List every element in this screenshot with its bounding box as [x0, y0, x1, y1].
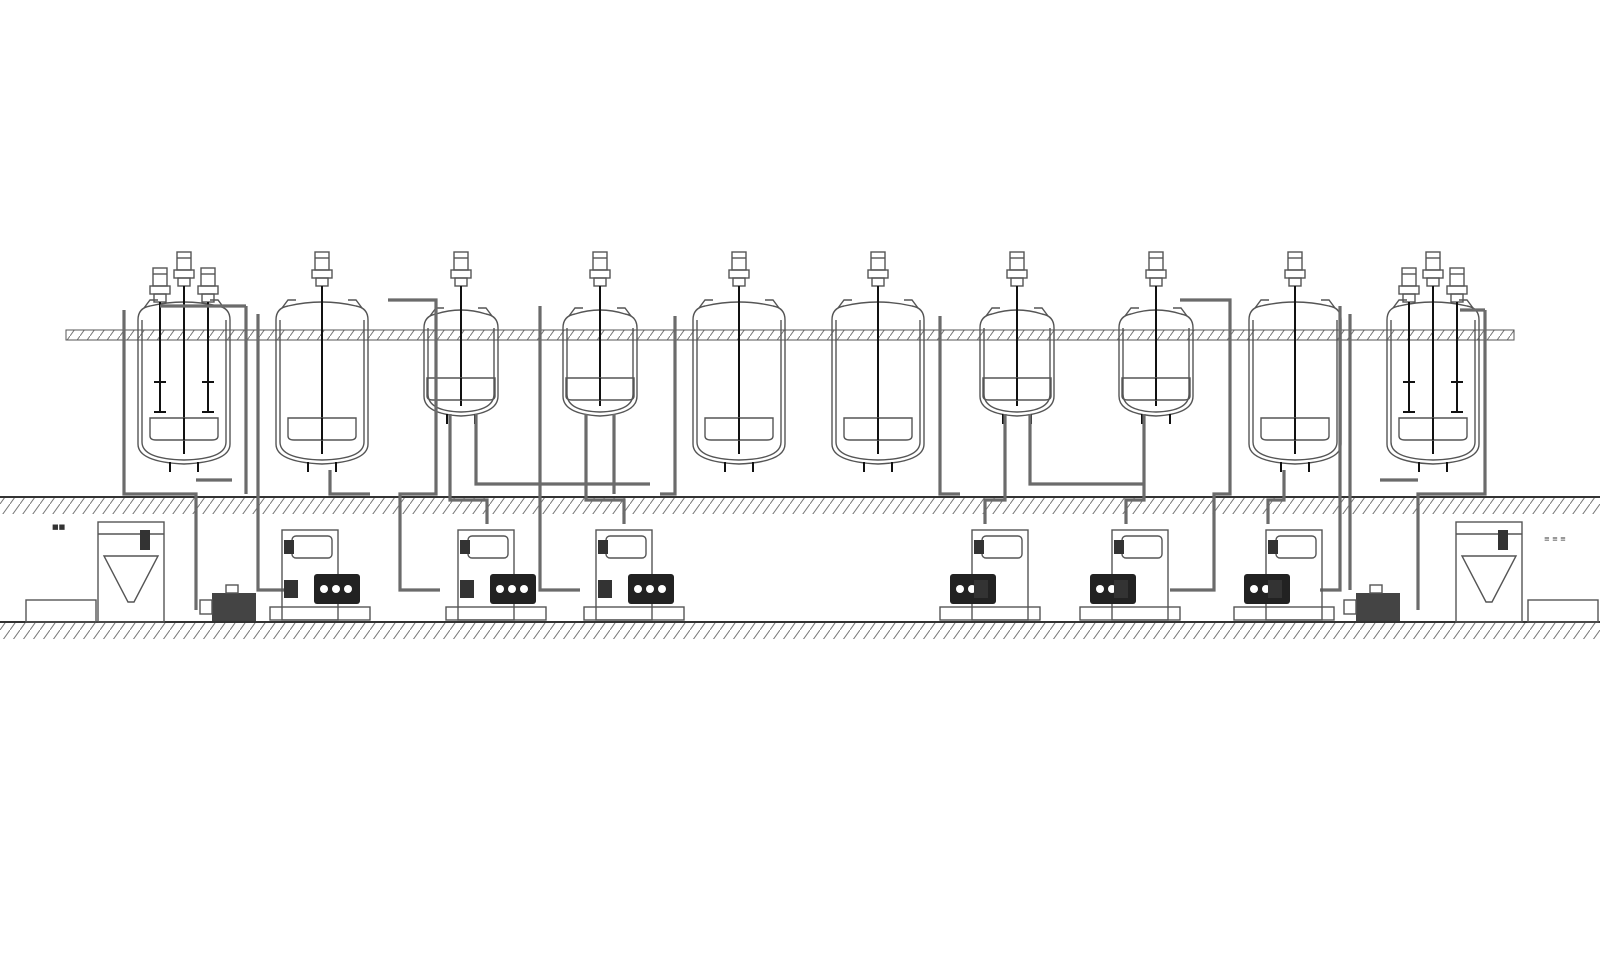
tank-6-agitator-1-motor — [870, 251, 886, 271]
pump-unit-2 — [445, 529, 547, 621]
pipe-8 — [474, 414, 650, 486]
upper-platform-beam — [65, 329, 1515, 341]
transfer-motor-1 — [199, 584, 256, 621]
tank-2-paddle — [287, 417, 357, 441]
tank-9 — [1248, 251, 1342, 472]
tank-8-agitator-1-motor — [1148, 251, 1164, 271]
tank-6-vessel — [831, 301, 925, 465]
hopper-frame-2 — [1455, 521, 1523, 623]
tank-3-agitator-1-motor — [453, 251, 469, 271]
tanks-layer — [137, 251, 1480, 472]
pump-motor-4 — [981, 535, 1023, 559]
pipe-21 — [1416, 310, 1487, 610]
powder-hopper-2 — [1455, 521, 1599, 623]
tank-10-agitator-2-motor — [1425, 251, 1441, 271]
pipe-7 — [448, 414, 489, 524]
pump-unit-6 — [1233, 529, 1335, 621]
pipe-15 — [1028, 414, 1144, 486]
tank-10-agitator-1-motor — [1401, 267, 1417, 287]
pump-motor-1 — [291, 535, 333, 559]
pipes-layer — [122, 298, 1487, 610]
pump-base-4 — [939, 606, 1041, 621]
tank-5-vessel — [692, 301, 786, 465]
tank-6 — [831, 251, 925, 472]
pump-motor-5 — [1121, 535, 1163, 559]
pipe-1 — [122, 310, 198, 610]
pump-unit-4 — [939, 529, 1041, 621]
pump-base-1 — [269, 606, 371, 621]
hopper-cone-2 — [1460, 555, 1518, 603]
pump-unit-5 — [1079, 529, 1181, 621]
motor-body-1 — [212, 593, 256, 621]
pump-unit-3 — [583, 529, 685, 621]
pipe-3 — [256, 314, 285, 592]
pipe-18 — [1266, 470, 1286, 524]
hopper-base-2 — [1527, 599, 1599, 623]
tank-4-paddle — [565, 377, 635, 401]
tank-1-agitator-2-motor — [176, 251, 192, 271]
pump-motor-6 — [1275, 535, 1317, 559]
pipe-14 — [983, 414, 1007, 524]
tank-9-paddle — [1260, 417, 1330, 441]
pipe-12 — [660, 316, 677, 496]
powder-hopper-1 — [25, 521, 165, 623]
pump-base-6 — [1233, 606, 1335, 621]
tank-2-agitator-1-motor — [314, 251, 330, 271]
tank-4-agitator-1-motor — [592, 251, 608, 271]
pump-base-2 — [445, 606, 547, 621]
pipe-10 — [584, 414, 626, 524]
pump-base-3 — [583, 606, 685, 621]
transfer-motor-2 — [1343, 584, 1400, 621]
pump-unit-1 — [269, 529, 371, 621]
pump-motor-2 — [467, 535, 509, 559]
hopper-frame-1 — [97, 521, 165, 623]
pipe-9 — [538, 306, 580, 592]
tank-1-paddle — [149, 417, 219, 441]
tank-8-paddle — [1121, 377, 1191, 401]
tank-1-agitator-1-motor — [152, 267, 168, 287]
right-hopper-tag: ≡ ≡ ≡ — [1544, 535, 1566, 543]
tank-1-agitator-3-motor — [200, 267, 216, 287]
tank-1 — [137, 251, 231, 472]
tank-2-vessel — [275, 301, 369, 465]
tank-5 — [692, 251, 786, 472]
pipe-5 — [328, 470, 370, 496]
hoppers-layer — [25, 521, 1599, 623]
tank-9-agitator-1-motor — [1287, 251, 1303, 271]
pipe-19 — [1320, 306, 1342, 592]
pumps-layer — [269, 529, 1335, 621]
tank-1-vessel — [137, 301, 231, 465]
motor-body-2 — [1356, 593, 1400, 621]
pump-motor-3 — [605, 535, 647, 559]
tank-4-vessel — [562, 309, 638, 417]
tank-6-paddle — [843, 417, 913, 441]
pipe-16 — [1124, 414, 1146, 524]
tank-2 — [275, 251, 369, 472]
pipe-6 — [388, 298, 440, 592]
tank-5-agitator-1-motor — [731, 251, 747, 271]
hopper-cone-1 — [102, 555, 160, 603]
left-hopper-tag: ■■ — [52, 523, 65, 531]
tank-10-paddle — [1398, 417, 1468, 441]
tank-7-agitator-1-motor — [1009, 251, 1025, 271]
tank-3-paddle — [426, 377, 496, 401]
tank-10 — [1386, 251, 1480, 472]
tank-7-paddle — [982, 377, 1052, 401]
tank-10-agitator-3-motor — [1449, 267, 1465, 287]
pump-base-5 — [1079, 606, 1181, 621]
hopper-base-1 — [25, 599, 97, 623]
upper-floor — [0, 496, 1600, 514]
ground-floor — [0, 621, 1600, 639]
tank-5-paddle — [704, 417, 774, 441]
pipe-17 — [1170, 298, 1232, 592]
pipe-13 — [938, 316, 960, 496]
